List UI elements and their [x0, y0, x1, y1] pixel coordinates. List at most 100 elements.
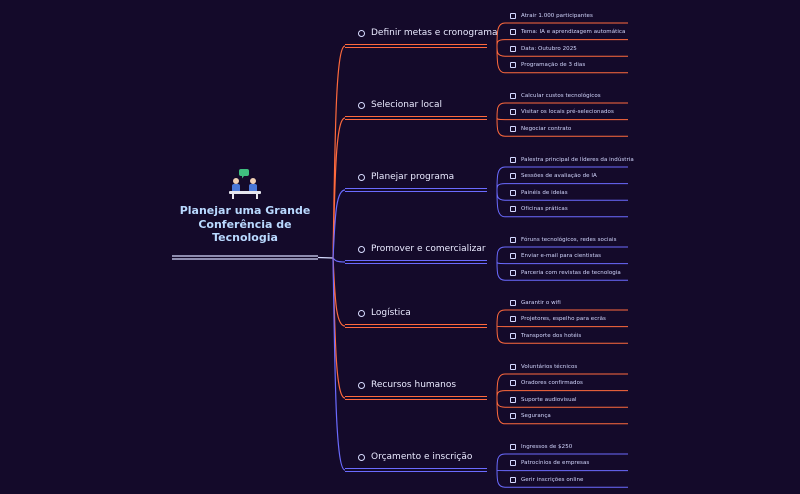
branch-label: Orçamento e inscrição [371, 452, 473, 462]
central-topic[interactable]: Planejar uma Grande Conferência de Tecno… [175, 168, 315, 245]
leaf-label: Painéis de ideias [521, 189, 568, 196]
leaf-label: Fóruns tecnológicos, redes sociais [521, 236, 617, 243]
checkbox-icon[interactable] [510, 12, 516, 19]
checkbox-icon[interactable] [510, 29, 516, 36]
checkbox-icon[interactable] [510, 363, 516, 370]
leaf-connector-3-1 [496, 166, 506, 191]
checkbox-icon[interactable] [510, 413, 516, 420]
leaf-item[interactable]: Negociar contrato [510, 123, 571, 134]
leaf-item[interactable]: Data: Outubro 2025 [510, 43, 577, 54]
checkbox-icon[interactable] [510, 443, 516, 450]
leaf-item[interactable]: Palestra principal de líderes da indústr… [510, 154, 634, 165]
circle-checkbox-icon[interactable] [358, 29, 365, 37]
circle-checkbox-icon[interactable] [358, 453, 365, 461]
leaf-item[interactable]: Fóruns tecnológicos, redes sociais [510, 234, 617, 245]
checkbox-icon[interactable] [510, 92, 516, 99]
leaf-label: Ingressos de $250 [521, 443, 573, 450]
leaf-label: Tema: IA e aprendizagem automática [521, 29, 626, 36]
root-to-hub [317, 256, 334, 259]
checkbox-icon[interactable] [510, 173, 516, 180]
branch-label: Promover e comercializar [371, 244, 486, 254]
leaf-item[interactable]: Calcular custos tecnológicos [510, 90, 601, 101]
checkbox-icon[interactable] [510, 109, 516, 116]
leaf-item[interactable]: Parceria com revistas de tecnologia [510, 267, 621, 278]
circle-checkbox-icon[interactable] [358, 101, 365, 109]
branch-node-5[interactable]: Logística [358, 306, 411, 320]
leaf-connector-6-1 [496, 373, 506, 399]
leaf-item[interactable]: Suporte audiovisual [510, 394, 577, 405]
leaf-connector-2-1 [496, 102, 506, 119]
checkbox-icon[interactable] [510, 316, 516, 323]
branch-label: Recursos humanos [371, 380, 457, 390]
leaf-connector-1-1 [496, 22, 506, 47]
leaf-label: Segurança [521, 413, 551, 420]
leaf-item[interactable]: Painéis de ideias [510, 187, 568, 198]
checkbox-icon[interactable] [510, 253, 516, 260]
trunk-curve-2 [332, 117, 346, 259]
branch-node-4[interactable]: Promover e comercializar [358, 242, 486, 256]
checkbox-icon[interactable] [510, 189, 516, 196]
branch-label: Definir metas e cronograma [371, 28, 498, 38]
leaf-label: Programação de 3 dias [521, 62, 586, 69]
branch-node-7[interactable]: Orçamento e inscrição [358, 450, 472, 464]
leaf-item[interactable]: Ingressos de $250 [510, 441, 572, 452]
checkbox-icon[interactable] [510, 45, 516, 52]
checkbox-icon[interactable] [510, 125, 516, 132]
leaf-item[interactable]: Sessões de avaliação de IA [510, 171, 597, 182]
leaf-label: Suporte audiovisual [521, 396, 577, 403]
leaf-connector-3-3 [496, 189, 506, 201]
leaf-label: Enviar e-mail para cientistas [521, 253, 602, 260]
checkbox-icon[interactable] [510, 332, 516, 339]
leaf-connector-3-4 [496, 189, 506, 218]
leaf-item[interactable]: Oradores confirmados [510, 378, 583, 389]
leaf-connector-4-3 [496, 261, 506, 281]
circle-checkbox-icon[interactable] [358, 245, 365, 253]
leaf-label: Atrair 1.000 participantes [521, 12, 593, 19]
branch-node-6[interactable]: Recursos humanos [358, 378, 456, 392]
leaf-item[interactable]: Garantir o wifi [510, 297, 561, 308]
circle-checkbox-icon[interactable] [358, 381, 365, 389]
leaf-item[interactable]: Projetores, espelho para ecrãs [510, 314, 606, 325]
leaf-connector-1-4 [496, 45, 506, 74]
checkbox-icon[interactable] [510, 380, 516, 387]
leaf-item[interactable]: Patrocínios de empresas [510, 458, 589, 469]
circle-checkbox-icon[interactable] [358, 173, 365, 181]
leaf-label: Gerir inscrições online [521, 476, 584, 483]
checkbox-icon[interactable] [510, 269, 516, 276]
leaf-item[interactable]: Transporte dos hotéis [510, 330, 581, 341]
leaf-connector-3-2 [496, 183, 506, 191]
leaf-connector-4-2 [496, 261, 506, 265]
checkbox-icon[interactable] [510, 460, 516, 467]
circle-checkbox-icon[interactable] [358, 309, 365, 317]
leaf-label: Negociar contrato [521, 125, 572, 132]
checkbox-icon[interactable] [510, 206, 516, 213]
leaf-item[interactable]: Voluntários técnicos [510, 361, 577, 372]
branch-node-1[interactable]: Definir metas e cronograma [358, 26, 498, 40]
trunk-curve-7 [332, 257, 346, 471]
checkbox-icon[interactable] [510, 396, 516, 403]
leaf-item[interactable]: Tema: IA e aprendizagem automática [510, 27, 625, 38]
leaf-item[interactable]: Programação de 3 dias [510, 60, 585, 71]
checkbox-icon[interactable] [510, 156, 516, 163]
leaf-item[interactable]: Atrair 1.000 participantes [510, 10, 593, 21]
leaf-label: Garantir o wifi [521, 299, 561, 306]
leaf-label: Projetores, espelho para ecrãs [521, 316, 606, 323]
leaf-connector-5-1 [496, 309, 506, 327]
leaf-item[interactable]: Enviar e-mail para cientistas [510, 251, 601, 262]
checkbox-icon[interactable] [510, 236, 516, 243]
branch-node-2[interactable]: Selecionar local [358, 98, 442, 112]
leaf-label: Transporte dos hotéis [521, 332, 582, 339]
branch-label: Selecionar local [371, 100, 442, 110]
checkbox-icon[interactable] [510, 299, 516, 306]
checkbox-icon[interactable] [510, 62, 516, 69]
leaf-item[interactable]: Oficinas práticas [510, 204, 568, 215]
leaf-connector-1-3 [496, 45, 506, 57]
branch-node-3[interactable]: Planejar programa [358, 170, 454, 184]
checkbox-icon[interactable] [510, 476, 516, 483]
leaf-item[interactable]: Visitar os locais pré-selecionados [510, 107, 614, 118]
leaf-connector-5-2 [496, 325, 506, 328]
leaf-item[interactable]: Gerir inscrições online [510, 474, 583, 485]
leaf-connector-6-4 [496, 397, 506, 425]
leaf-item[interactable]: Segurança [510, 411, 551, 422]
